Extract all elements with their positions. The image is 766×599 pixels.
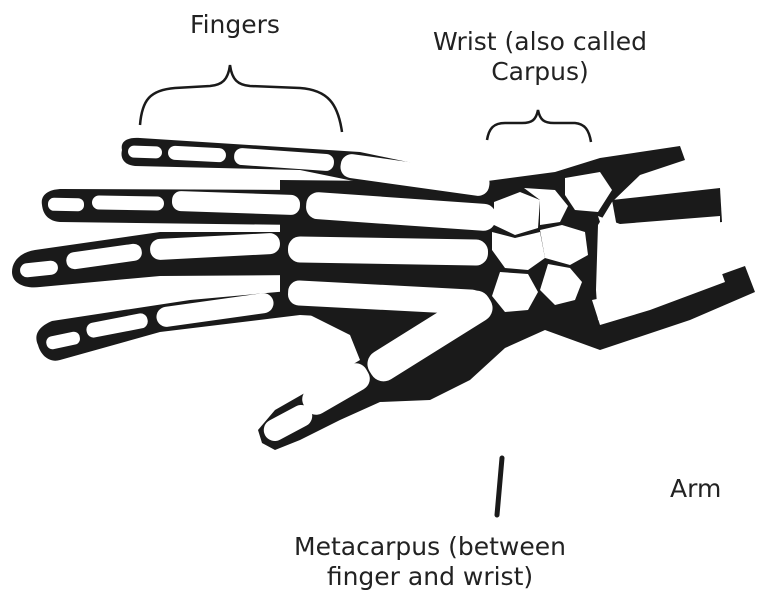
wrist-label: Wrist (also called Carpus) [405, 27, 675, 87]
metacarpus-label-line-2: finger and wrist) [240, 562, 620, 592]
wrist-label-line-1: Wrist (also called [405, 27, 675, 57]
wrist-bracket [487, 110, 591, 142]
wrist-label-line-2: Carpus) [405, 57, 675, 87]
fingers-bracket [140, 65, 342, 132]
fingers-label: Fingers [150, 10, 320, 40]
arm-label: Arm [670, 474, 760, 504]
metacarpus-label-line-1: Metacarpus (between [240, 532, 620, 562]
metacarpus-pointer-line [497, 458, 502, 515]
metacarpus-label: Metacarpus (between finger and wrist) [240, 532, 620, 592]
